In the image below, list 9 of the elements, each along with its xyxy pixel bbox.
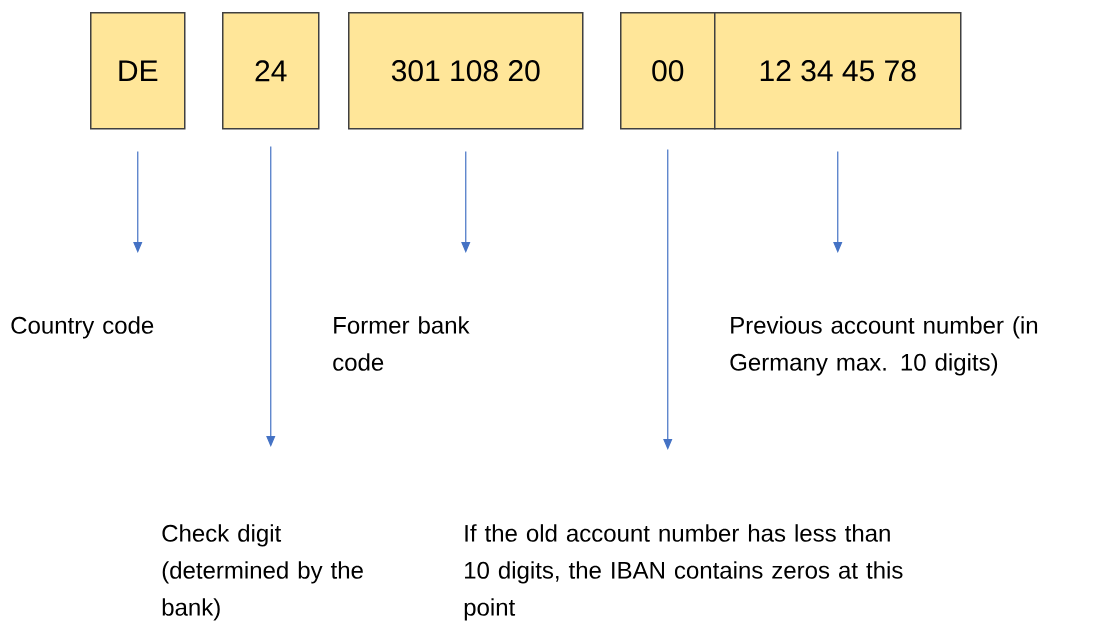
description-text: Former bank code — [333, 316, 470, 371]
description-text: Check digit (determined by the bank) — [162, 524, 363, 621]
description-text: Previous account number (in Germany max. 10 digits) — [730, 316, 1038, 376]
field-box: 00 — [620, 12, 716, 130]
field-box: 301 108 20 — [348, 12, 584, 130]
description-text: Country code — [11, 316, 154, 339]
description-text: If the old account number has less than 10 digits, the IBAN contains zeros at this point — [464, 524, 903, 621]
field-box: 24 — [222, 12, 320, 130]
field-box: DE — [90, 12, 186, 130]
